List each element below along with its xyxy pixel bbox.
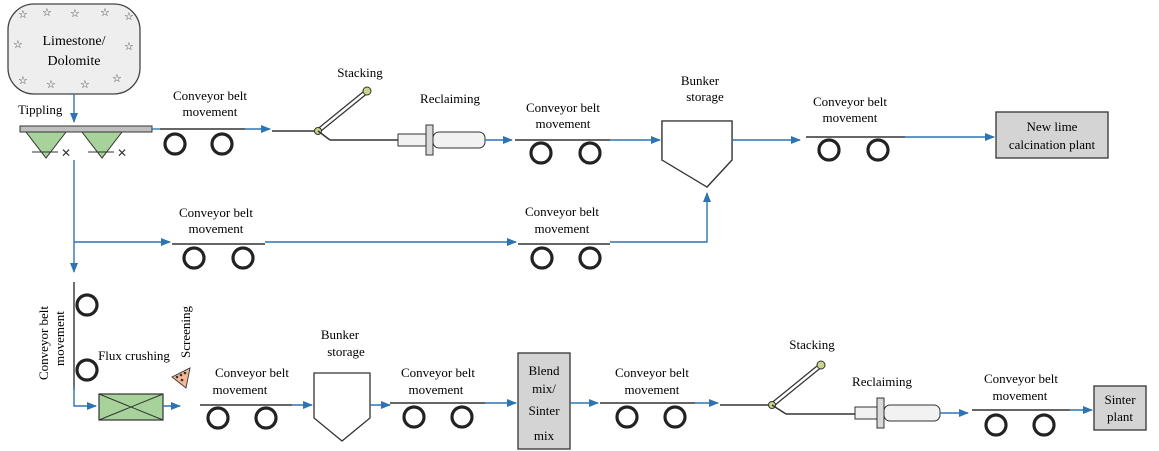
top-bunker-storage: Bunker storage bbox=[661, 73, 733, 188]
bottom-stacking-unit: Stacking bbox=[720, 337, 855, 415]
bottom-conveyor-belt-3: Conveyor belt movement bbox=[600, 365, 695, 429]
bottom-belt1-line1: Conveyor belt bbox=[215, 365, 289, 380]
top-belt1-line2: movement bbox=[183, 104, 238, 119]
top-reclaiming-label: Reclaiming bbox=[420, 91, 480, 106]
blend-line1: Blend bbox=[528, 363, 560, 378]
bottom-reclaiming-label: Reclaiming bbox=[852, 374, 912, 389]
bottom-belt4-line2: movement bbox=[993, 388, 1048, 403]
middle-conveyor-belt-2: Conveyor belt movement bbox=[518, 204, 610, 270]
tippling-unit: Tippling ✕ ✕ bbox=[18, 102, 153, 160]
bottom-conveyor-belt-4: Conveyor belt movement bbox=[972, 371, 1070, 437]
vertical-belt-line1: Conveyor belt bbox=[36, 306, 51, 380]
top-belt3-line1: Conveyor belt bbox=[813, 94, 887, 109]
source-label-line2: Dolomite bbox=[48, 54, 101, 69]
bottom-belt2-line1: Conveyor belt bbox=[401, 365, 475, 380]
new-lime-calcination-plant: New lime calcination plant bbox=[995, 111, 1109, 159]
middle-conveyor-belt-1: Conveyor belt movement bbox=[172, 205, 265, 270]
blend-mix-sinter-mix: Blend mix/ Sinter mix bbox=[517, 352, 571, 450]
top-conveyor-belt-1: Conveyor belt movement bbox=[160, 88, 247, 156]
top-reclaiming-unit: Reclaiming bbox=[397, 91, 486, 156]
bottom-conveyor-belt-1: Conveyor belt movement bbox=[200, 365, 292, 430]
top-conveyor-belt-2: Conveyor belt movement bbox=[515, 100, 610, 165]
svg-text:☆: ☆ bbox=[13, 39, 23, 51]
top-stacking-unit: Stacking bbox=[272, 65, 398, 141]
middle-belt1-line1: Conveyor belt bbox=[179, 205, 253, 220]
middle-belt2-line2: movement bbox=[535, 221, 590, 236]
limestone-dolomite-source: ☆ ☆ ☆ ☆ ☆ ☆ ☆ ☆ ☆ ☆ ☆ Limestone/ Dolomit… bbox=[7, 3, 141, 95]
bottom-bunker-line1: Bunker bbox=[321, 327, 360, 342]
bottom-belt3-line2: movement bbox=[625, 382, 680, 397]
sinter-plant: Sinter plant bbox=[1093, 385, 1147, 431]
top-stacking-label: Stacking bbox=[337, 65, 383, 80]
vertical-belt-line2: movement bbox=[52, 311, 67, 366]
bottom-stacking-label: Stacking bbox=[789, 337, 835, 352]
bottom-belt3-line1: Conveyor belt bbox=[615, 365, 689, 380]
calcination-line1: New lime bbox=[1027, 119, 1078, 134]
svg-text:☆: ☆ bbox=[80, 79, 90, 91]
top-bunker-line2: storage bbox=[686, 89, 724, 104]
svg-text:☆: ☆ bbox=[70, 8, 80, 20]
svg-text:☆: ☆ bbox=[112, 73, 122, 85]
svg-text:☆: ☆ bbox=[18, 75, 28, 87]
top-belt2-line2: movement bbox=[536, 116, 591, 131]
top-conveyor-belt-3: Conveyor belt movement bbox=[806, 94, 905, 162]
sinter-plant-line1: Sinter bbox=[1104, 392, 1136, 407]
svg-text:☆: ☆ bbox=[100, 7, 110, 19]
star-pattern: ☆ ☆ ☆ ☆ ☆ ☆ ☆ ☆ ☆ ☆ ☆ bbox=[13, 7, 134, 91]
top-belt2-line1: Conveyor belt bbox=[526, 100, 600, 115]
calcination-line2: calcination plant bbox=[1009, 137, 1096, 152]
bottom-reclaiming-unit: Reclaiming bbox=[852, 374, 941, 429]
blend-line2: mix/ bbox=[532, 381, 556, 396]
svg-text:☆: ☆ bbox=[124, 41, 134, 53]
middle-belt1-line2: movement bbox=[189, 221, 244, 236]
flux-crushing-label: Flux crushing bbox=[98, 348, 170, 363]
bottom-belt4-line1: Conveyor belt bbox=[984, 371, 1058, 386]
top-belt1-line1: Conveyor belt bbox=[173, 88, 247, 103]
vertical-conveyor-belt: Conveyor belt movement bbox=[36, 282, 99, 390]
bottom-bunker-line2: storage bbox=[327, 344, 365, 359]
sinter-plant-line2: plant bbox=[1107, 409, 1133, 424]
flux-crushing-unit: Flux crushing bbox=[98, 348, 170, 421]
screening-unit: Screening bbox=[171, 306, 193, 389]
middle-to-top-bunker-arrow bbox=[610, 192, 711, 243]
bottom-belt2-line2: movement bbox=[409, 382, 464, 397]
blend-line4: mix bbox=[534, 428, 555, 443]
tippling-label: Tippling bbox=[18, 102, 63, 117]
svg-text:☆: ☆ bbox=[46, 79, 56, 91]
svg-text:☆: ☆ bbox=[124, 11, 134, 23]
bottom-bunker-storage: Bunker storage bbox=[313, 327, 371, 442]
vertical-belt-to-crusher-arrow bbox=[73, 386, 97, 410]
top-bunker-line1: Bunker bbox=[681, 73, 720, 88]
source-label-line1: Limestone/ bbox=[43, 34, 106, 49]
screening-label: Screening bbox=[178, 306, 193, 358]
svg-text:☆: ☆ bbox=[18, 9, 28, 21]
svg-text:☆: ☆ bbox=[42, 7, 52, 19]
svg-text:✕: ✕ bbox=[117, 146, 127, 160]
svg-text:✕: ✕ bbox=[61, 146, 71, 160]
bottom-conveyor-belt-2: Conveyor belt movement bbox=[390, 365, 485, 429]
blend-line3: Sinter bbox=[528, 403, 560, 418]
bottom-belt1-line2: movement bbox=[213, 382, 268, 397]
top-belt3-line2: movement bbox=[823, 110, 878, 125]
middle-belt2-line1: Conveyor belt bbox=[525, 204, 599, 219]
